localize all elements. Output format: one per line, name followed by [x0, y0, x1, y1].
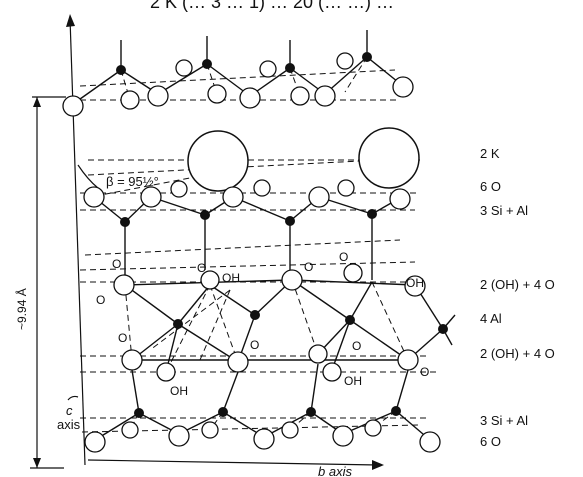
lower-tetrahedral-sheet — [80, 364, 440, 452]
c-axis-letter: c — [66, 403, 73, 418]
oxygen-atom — [390, 189, 410, 209]
oxygen-atom — [63, 96, 83, 116]
oxygen-atom — [141, 187, 161, 207]
aluminum-atom — [251, 311, 260, 320]
potassium-ion — [359, 128, 419, 188]
oxygen-atom — [398, 350, 418, 370]
silicon-atom — [392, 407, 401, 416]
layer-label-oh-top: 2 (OH) + 4 O — [480, 277, 555, 292]
beta-angle: β = 95½° — [78, 165, 159, 189]
oxygen-atom — [337, 53, 353, 69]
oxygen-atom — [282, 422, 298, 438]
oxygen-atom — [309, 187, 329, 207]
oxygen-atom — [169, 426, 189, 446]
layer-label-k: 2 K — [480, 146, 500, 161]
oxygen-atom — [344, 264, 362, 282]
header-title: 2 K (… 3 … 1) … 20 (… …) … — [120, 0, 450, 12]
o-label: O — [96, 293, 105, 307]
oxygen-atom — [254, 429, 274, 449]
spacing-dimension: ~9.94 Å — [14, 97, 66, 468]
oxygen-atom — [315, 86, 335, 106]
aluminum-atom — [174, 320, 183, 329]
aluminum-atom — [346, 316, 355, 325]
o-label: O — [118, 331, 127, 345]
aluminum-atom — [439, 325, 448, 334]
oxygen-atom — [333, 426, 353, 446]
oxygen-atom — [291, 87, 309, 105]
header-title-text: 2 K (… 3 … 1) … 20 (… …) … — [150, 0, 394, 12]
oxygen-atom — [240, 88, 260, 108]
c-axis-word: axis — [57, 417, 81, 432]
oh-label: OH — [344, 374, 362, 388]
silicon-atom — [121, 218, 130, 227]
upper-tetrahedral-sheet — [80, 180, 420, 280]
oxygen-atom — [254, 180, 270, 196]
o-label: O — [304, 260, 313, 274]
oxygen-atom — [202, 422, 218, 438]
oxygen-atom — [114, 275, 134, 295]
oxygen-atom — [309, 345, 327, 363]
b-axis: b axis — [88, 460, 384, 477]
oxygen-atom — [84, 187, 104, 207]
o-label: O — [352, 339, 361, 353]
b-axis-label: b axis — [318, 464, 352, 477]
potassium-ion — [188, 131, 248, 191]
layer-label-al: 4 Al — [480, 311, 502, 326]
o-label: O — [197, 261, 206, 275]
oxygen-atom — [223, 187, 243, 207]
oxygen-atom — [171, 181, 187, 197]
c-axis-label: c axis — [57, 396, 81, 432]
oh-label: OH — [222, 271, 240, 285]
oxygen-atom — [176, 60, 192, 76]
oxygen-atom — [122, 422, 138, 438]
octahedral-sheet: O O OH O O OH O O OH O OH O O — [80, 250, 455, 398]
oxygen-atom — [148, 86, 168, 106]
layer-label-6o-bottom: 6 O — [480, 434, 501, 449]
oh-label: OH — [406, 276, 424, 290]
silicon-atom — [307, 408, 316, 417]
layer-label-si-bottom: 3 Si + Al — [480, 413, 528, 428]
oxygen-atom — [85, 432, 105, 452]
o-label: O — [250, 338, 259, 352]
oxygen-atom — [228, 352, 248, 372]
hydroxyl-oxygen — [157, 363, 175, 381]
oxygen-atom — [208, 85, 226, 103]
oxygen-atom — [393, 77, 413, 97]
oh-label: OH — [170, 384, 188, 398]
silicon-atom — [201, 211, 210, 220]
o-label: O — [420, 365, 429, 379]
oxygen-atom — [420, 432, 440, 452]
layer-label-si-top: 3 Si + Al — [480, 203, 528, 218]
oxygen-atom — [260, 61, 276, 77]
o-label: O — [112, 257, 121, 271]
top-tetrahedral-layer — [63, 30, 413, 116]
silicon-atom — [286, 64, 295, 73]
silicon-atom — [363, 53, 372, 62]
oxygen-atom — [365, 420, 381, 436]
silicon-atom — [203, 60, 212, 69]
oxygen-atom — [122, 350, 142, 370]
oxygen-atom — [121, 91, 139, 109]
oxygen-atom — [282, 270, 302, 290]
oxygen-atom — [338, 180, 354, 196]
silicon-atom — [368, 210, 377, 219]
silicon-atom — [135, 409, 144, 418]
hydroxyl-oxygen — [323, 363, 341, 381]
o-label: O — [339, 250, 348, 264]
layer-label-oh-bottom: 2 (OH) + 4 O — [480, 346, 555, 361]
layer-label-6o-top: 6 O — [480, 179, 501, 194]
silicon-atom — [117, 66, 126, 75]
layer-labels: 2 K 6 O 3 Si + Al 2 (OH) + 4 O 4 Al 2 (O… — [480, 146, 555, 449]
silicon-atom — [286, 217, 295, 226]
c-axis — [66, 14, 85, 465]
spacing-label: ~9.94 Å — [14, 288, 29, 330]
silicon-atom — [219, 408, 228, 417]
